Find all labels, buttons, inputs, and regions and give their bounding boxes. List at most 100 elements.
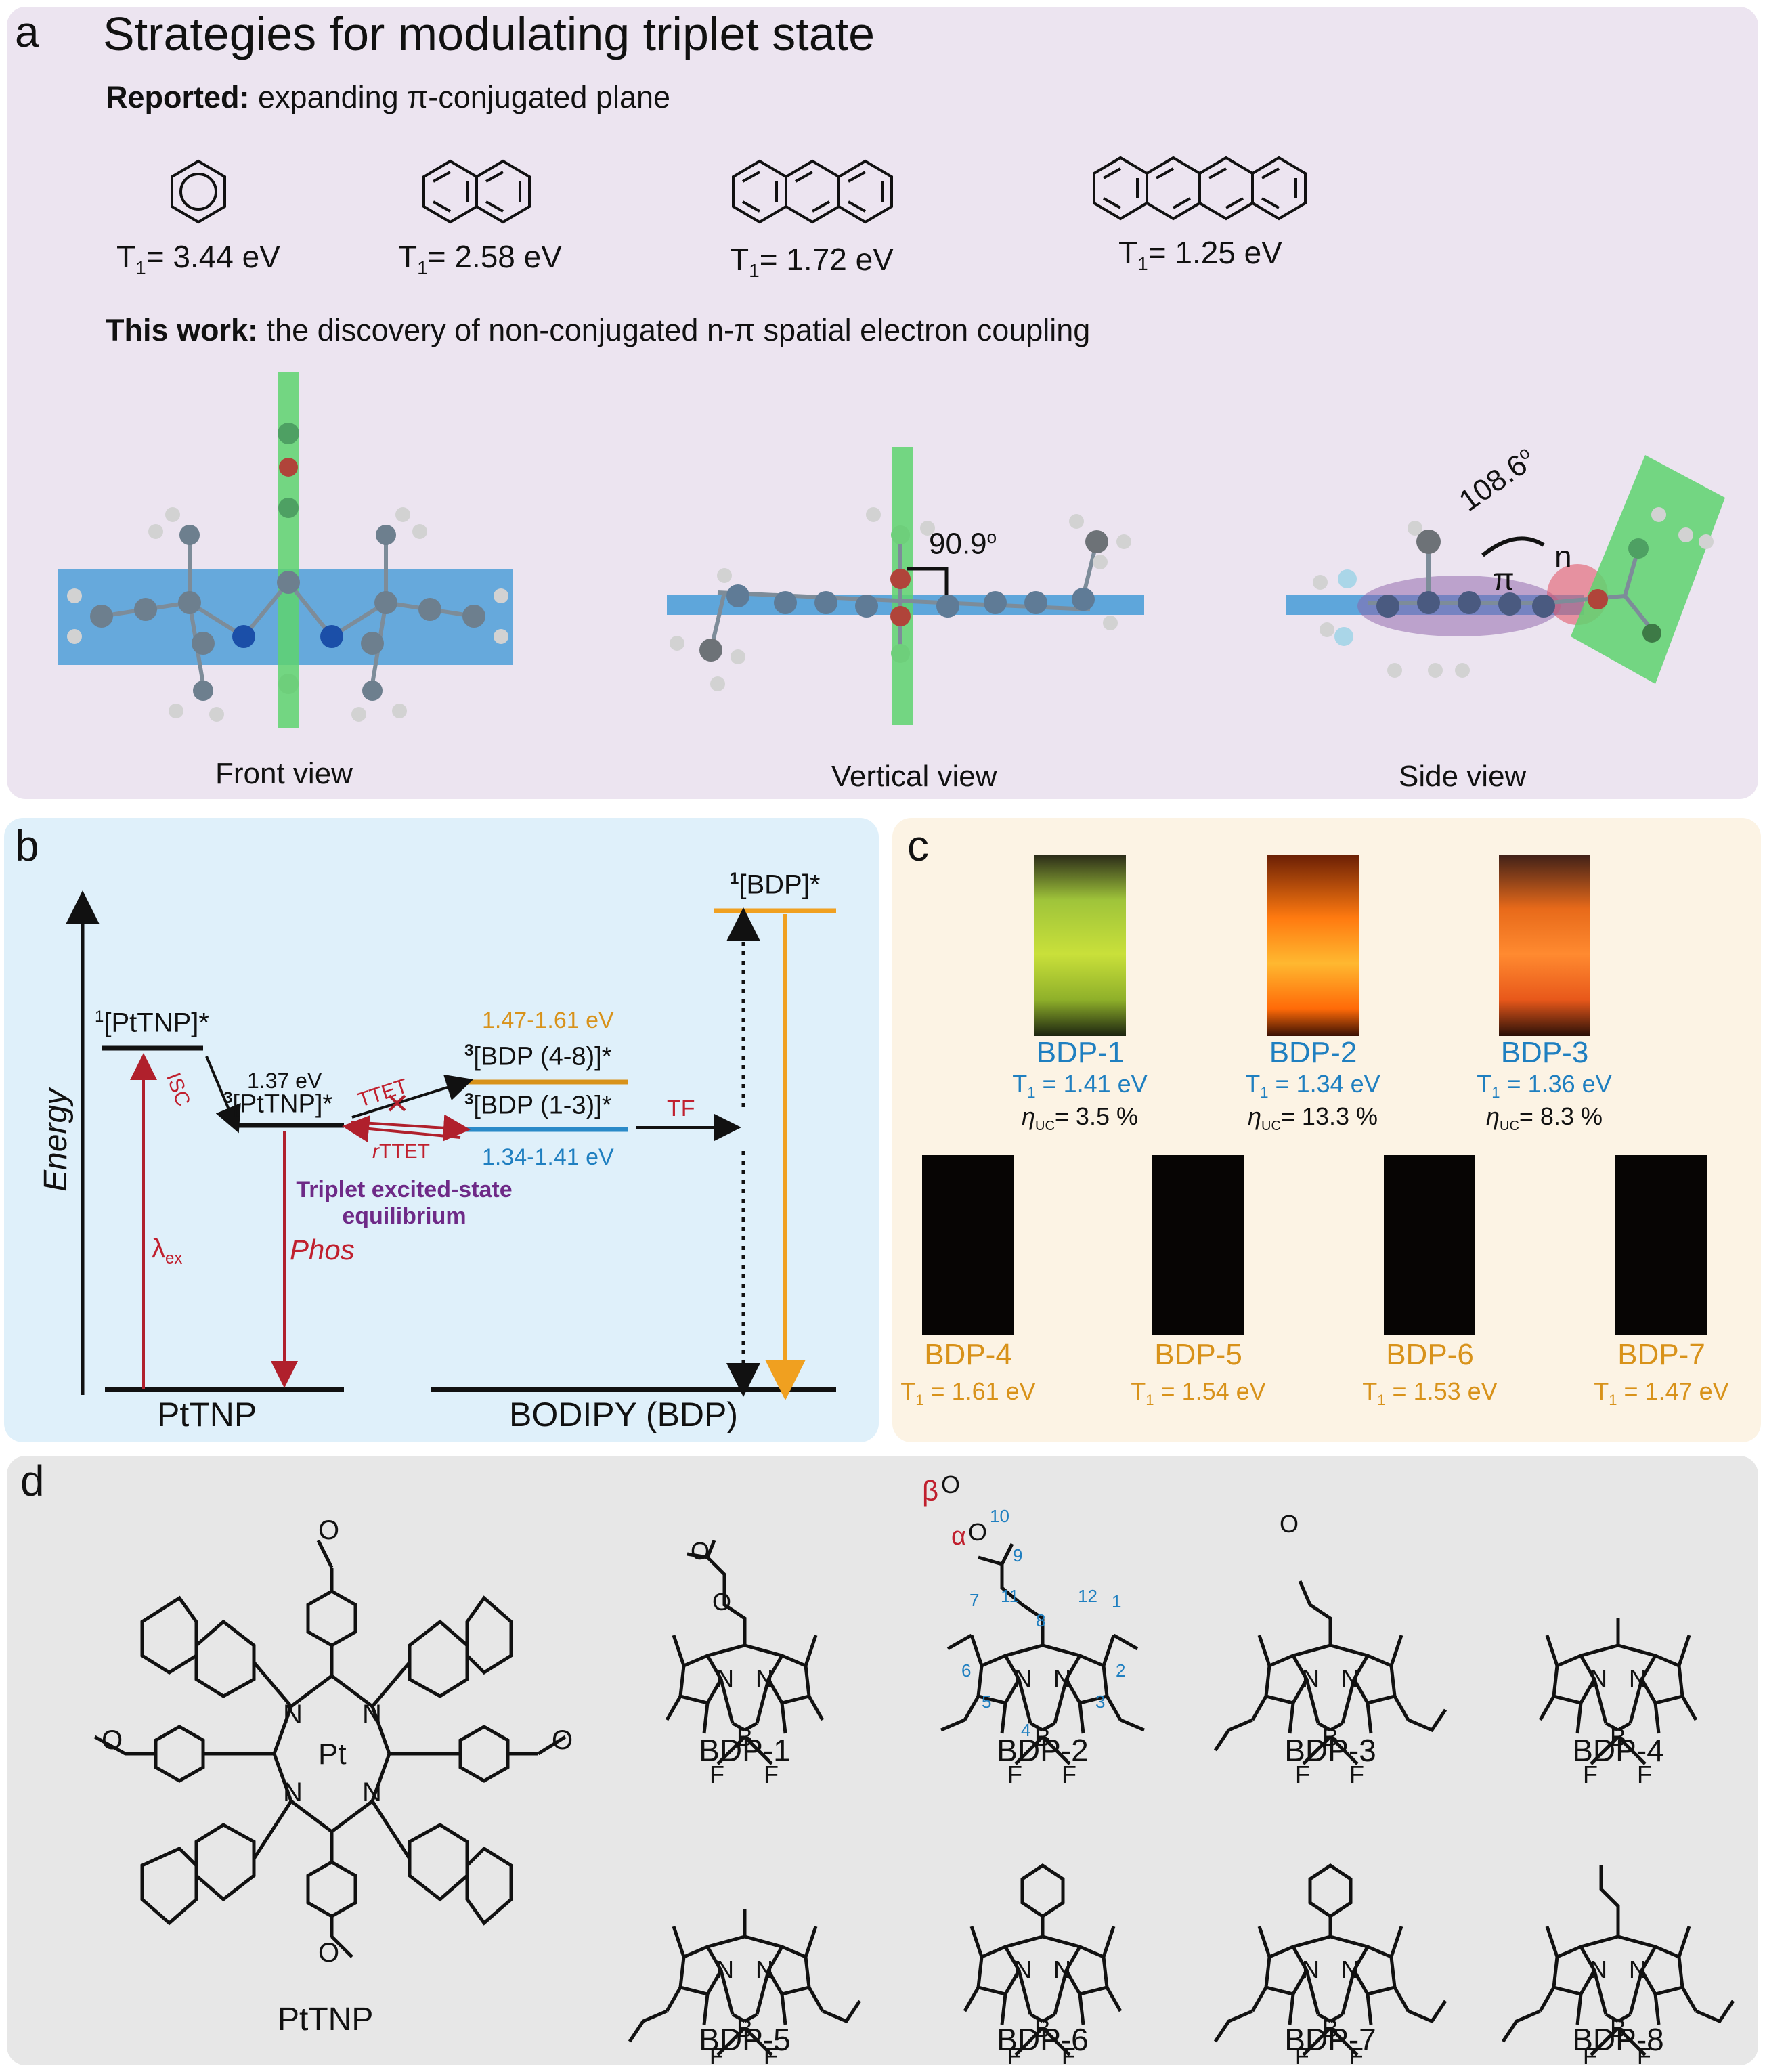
num-10: 10: [990, 1506, 1009, 1526]
bdp8-n-right: N: [1629, 1956, 1647, 1983]
num-7: 7: [969, 1590, 980, 1610]
vertical-view-model: [667, 447, 1144, 725]
num-3: 3: [1095, 1691, 1106, 1712]
bdp4-f-left: F: [1583, 1761, 1598, 1788]
bdp3-label: BDP-3: [1284, 1733, 1376, 1768]
bdp2-label: BDP-2: [997, 1733, 1089, 1768]
bdp4-label: BDP-4: [1572, 1733, 1664, 1768]
vial-photo-bdp5: [1152, 1155, 1244, 1335]
naphthalene-structure: [422, 159, 531, 224]
bdp6-f-left: F: [1007, 2044, 1022, 2069]
pi-orbital-label: π: [1493, 561, 1515, 597]
num-9: 9: [1013, 1545, 1023, 1566]
rttet-label: rTTET: [372, 1140, 430, 1163]
panel-c-letter: c: [907, 821, 929, 870]
vial-photo-bdp6: [1384, 1155, 1475, 1335]
tetracene-structure: [1093, 156, 1307, 221]
pttnp-name: PtTNP: [278, 2002, 374, 2037]
isc-arrow: [205, 1056, 241, 1134]
thiswork-line: This work: the discovery of non-conjugat…: [106, 313, 1090, 348]
bdp2-skeleton: [940, 1542, 1145, 1764]
bdp6-n-right: N: [1053, 1956, 1071, 1983]
bdp5-f-left: F: [710, 2044, 724, 2069]
bdp1-n-left: N: [716, 1664, 734, 1692]
bdp2-f-left: F: [1007, 1761, 1022, 1788]
bdp5-f-right: F: [764, 2044, 778, 2069]
bdp6-skeleton: [965, 1863, 1120, 2055]
bdp2-name: BDP-2: [1269, 1036, 1357, 1069]
bdp7-b: B: [1322, 2014, 1339, 2042]
vial-photo-bdp7: [1615, 1155, 1707, 1335]
bdp4-t1: T1 = 1.61 eV: [900, 1377, 1036, 1409]
panel-a-title: Strategies for modulating triplet state: [103, 7, 875, 60]
bdp7-label: BDP-7: [1284, 2022, 1376, 2057]
side-view-model: [1286, 455, 1725, 684]
bdp5-t1: T1 = 1.54 eV: [1131, 1377, 1266, 1409]
alpha-label: α: [951, 1522, 966, 1551]
bdp1-t1: T1 = 1.41 eV: [1012, 1070, 1148, 1102]
panel-d: [7, 1456, 1758, 2065]
bdp3-b: B: [1322, 1723, 1339, 1751]
acene-t1-1: T1= 3.44 eV: [116, 239, 280, 279]
t1-pttnp-energy: 1.37 eV: [247, 1069, 322, 1093]
s1-bdp-label: 1[BDP]*: [730, 869, 821, 900]
acene-t1-3: T1= 1.72 eV: [730, 242, 894, 282]
thiswork-text: the discovery of non-conjugated n-π spat…: [266, 313, 1091, 347]
ttet-cross-2: [388, 1094, 406, 1112]
bdp7-t1: T1 = 1.47 eV: [1594, 1377, 1729, 1409]
energy-diagram: [66, 890, 836, 1400]
lambda-ex-label: λex: [152, 1234, 183, 1268]
n-atom-3: N: [283, 1777, 303, 1807]
s1-pttnp-label: 1[PtTNP]*: [95, 1008, 209, 1038]
num-8: 8: [1036, 1610, 1046, 1631]
bdp7-n-left: N: [1302, 1956, 1320, 1983]
bdp2-o-carbonyl: O: [941, 1471, 961, 1498]
bdp4-n-left: N: [1590, 1664, 1607, 1692]
bdp2-f-right: F: [1062, 1761, 1076, 1788]
bdp4-f-right: F: [1637, 1761, 1652, 1788]
molecular-models: [58, 372, 1725, 728]
beta-label: β: [922, 1475, 939, 1507]
num-11: 11: [1001, 1586, 1019, 1606]
t1-pttnp-label: 3[PtTNP]*: [223, 1089, 333, 1119]
tf-label: TF: [667, 1096, 695, 1121]
bdp5-name: BDP-5: [1154, 1338, 1242, 1371]
bdp6-f-right: F: [1062, 2044, 1076, 2069]
bdp1-eta: ηUC= 3.5 %: [1022, 1102, 1138, 1134]
bdp4-n-right: N: [1629, 1664, 1647, 1692]
n-atom-1: N: [283, 1700, 303, 1729]
num-12: 12: [1078, 1586, 1097, 1606]
panel-a-letter: a: [15, 7, 39, 56]
bdp3-o: O: [1280, 1510, 1299, 1538]
bdp2-b: B: [1034, 1723, 1051, 1751]
bdp6-n-left: N: [1014, 1956, 1032, 1983]
num-1: 1: [1112, 1591, 1122, 1612]
t-bdp13-label: 3[BDP (1-3)]*: [464, 1090, 612, 1120]
pttnp-o-top: O: [318, 1515, 340, 1545]
num-4: 4: [1021, 1720, 1031, 1740]
num-5: 5: [982, 1691, 992, 1712]
bdp1-f-left: F: [710, 1761, 724, 1788]
vertical-view-label: Vertical view: [831, 760, 997, 793]
vial-photo-bdp2: [1267, 855, 1359, 1036]
n-atom-4: N: [362, 1777, 382, 1807]
panel-b-letter: b: [15, 821, 39, 870]
bdp6-name: BDP-6: [1386, 1338, 1474, 1371]
bdp2-eta: ηUC= 13.3 %: [1248, 1102, 1378, 1134]
front-view-model: [58, 372, 513, 728]
acene-t1-4: T1= 1.25 eV: [1118, 235, 1282, 275]
side-view-label: Side view: [1399, 760, 1527, 793]
pttnp-o-bottom: O: [318, 1938, 340, 1968]
reported-line: Reported: expanding π-conjugated plane: [106, 80, 670, 115]
vial-photo-bdp4: [922, 1155, 1014, 1335]
bdp7-f-right: F: [1349, 2044, 1364, 2069]
bdp8-f-right: F: [1637, 2044, 1651, 2069]
bdp48-energy: 1.47-1.61 eV: [482, 1008, 614, 1033]
bdp3-skeleton: [1213, 1580, 1447, 1764]
benzene-structure: [171, 159, 226, 224]
bdp3-f-left: F: [1295, 1761, 1310, 1788]
acene-t1-2: T1= 2.58 eV: [398, 239, 562, 279]
pttnp-structure: [93, 1539, 567, 1958]
